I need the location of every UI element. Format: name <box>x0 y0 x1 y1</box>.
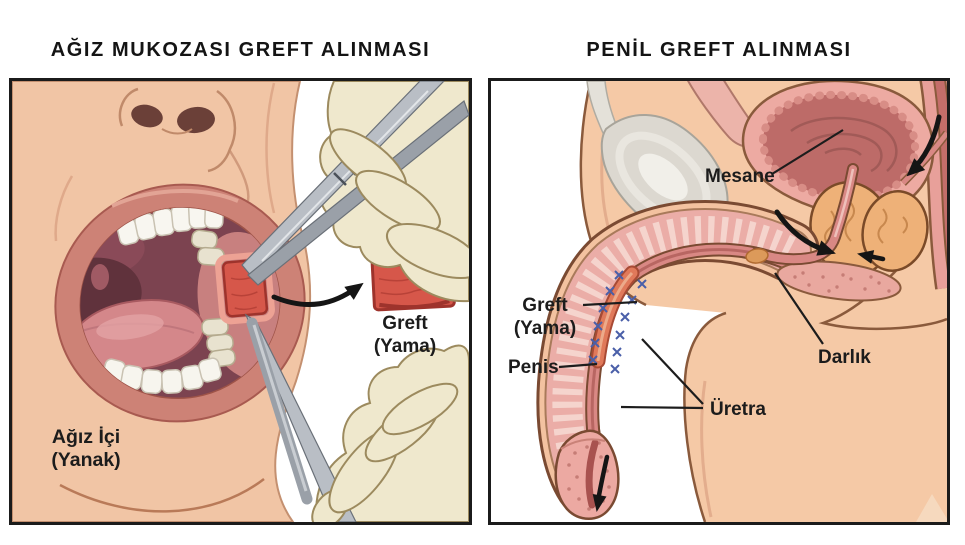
penis-label: Penis <box>508 357 559 378</box>
bulbar-spongiosum <box>776 260 902 302</box>
glove-upper-fingers <box>329 128 469 280</box>
lower-teeth <box>101 357 222 395</box>
urine-flow-arrow <box>592 454 610 512</box>
vas-deferens <box>900 130 947 186</box>
nose <box>118 87 237 173</box>
oral-graft-illustration: Greft (Yama) Ağız İçi (Yanak) <box>12 81 469 522</box>
graft-label-line2: (Yama) <box>514 318 576 339</box>
cheek-label-line1: Ağız İçi <box>52 425 120 448</box>
bladder-swirls <box>790 116 898 173</box>
urethra-leader-line-2 <box>641 338 704 405</box>
bladder-leader-line <box>771 129 844 175</box>
stricture-spot <box>745 248 769 264</box>
graft-label-line1: Greft <box>382 313 428 334</box>
graft-transfer-arrow <box>271 282 364 307</box>
graft-label-line2: (Yama) <box>374 336 436 357</box>
prostate-texture <box>824 200 908 246</box>
tweezers-lower <box>244 313 357 522</box>
uvula <box>91 264 109 290</box>
glans <box>554 429 620 520</box>
glove-lower-fingers <box>311 382 459 522</box>
trabecular-texture <box>552 216 796 494</box>
meatus <box>585 439 599 509</box>
penis-shaft <box>536 200 820 516</box>
bladder <box>741 81 935 223</box>
graft-leader-line <box>582 300 638 307</box>
stricture-leader-line <box>774 272 824 345</box>
graft-label-line1: Greft <box>522 295 568 316</box>
oral-graft-panel: Greft (Yama) Ağız İçi (Yanak) <box>9 78 472 525</box>
cheek-label-line2: (Yanak) <box>51 449 120 471</box>
leader-lines <box>558 129 844 410</box>
tongue <box>71 299 205 371</box>
watermark-triangle <box>916 494 947 522</box>
penile-panel-title: PENİL GREFT ALINMASI <box>586 39 852 61</box>
bladder-wall-scallops <box>758 90 920 204</box>
penile-graft-illustration: Mesane Greft (Yama) Penis Darlık Üretra <box>508 81 947 522</box>
penile-graft-panel: Mesane Greft (Yama) Penis Darlık Üretra <box>488 78 950 525</box>
upper-teeth <box>115 202 224 246</box>
chin-crease <box>59 478 265 513</box>
open-mouth <box>54 183 306 423</box>
rectum <box>919 81 947 290</box>
graft-patch <box>590 265 640 369</box>
oral-panel-title: AĞIZ MUKOZASI GREFT ALINMASI <box>50 39 431 61</box>
lower-molars <box>201 317 236 368</box>
flow-arrow-mid <box>774 209 836 256</box>
stricture-label: Darlık <box>818 347 871 368</box>
sutures <box>588 270 647 374</box>
urethra-leader-line-1 <box>620 405 704 410</box>
thigh-edge <box>683 311 727 522</box>
bladder-label: Mesane <box>705 166 775 187</box>
flow-arrow-small <box>857 250 886 264</box>
flow-arrow-top <box>906 114 942 177</box>
penis-leader-line <box>558 362 598 369</box>
gluteal-fold <box>818 238 947 331</box>
urethra-label: Üretra <box>710 399 766 420</box>
